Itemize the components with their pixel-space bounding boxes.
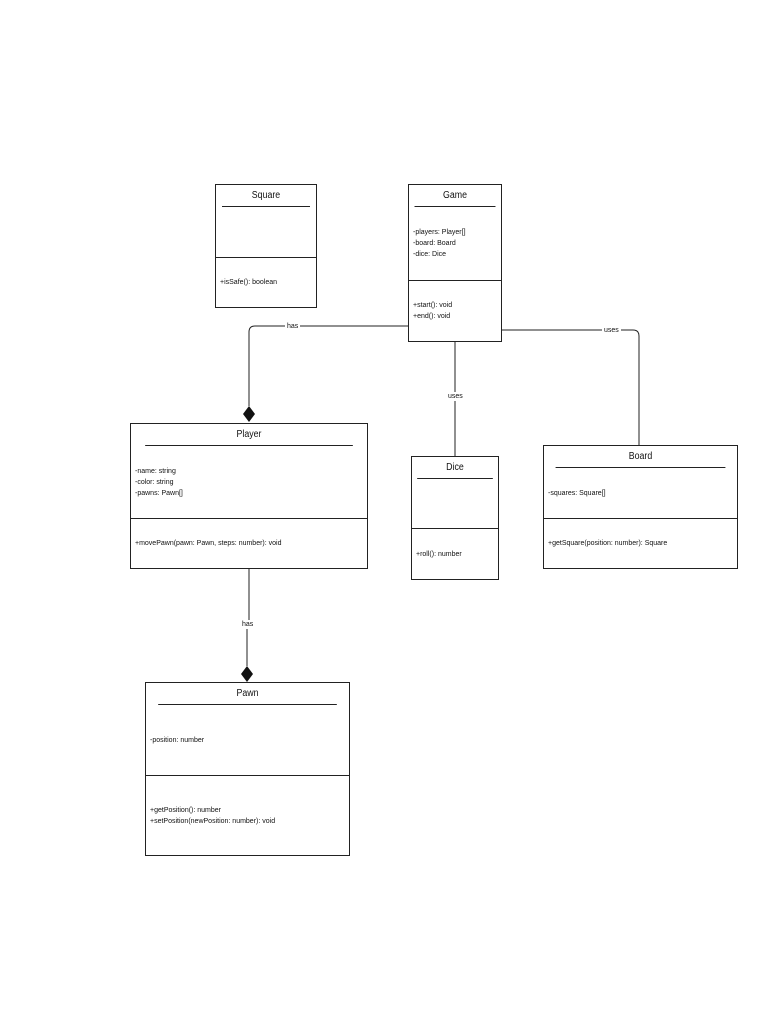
game-player-connector	[248, 325, 408, 406]
player-pawn-connector	[246, 568, 250, 666]
player-pawn-label: has	[240, 620, 256, 629]
attribute: -dice: Dice	[413, 251, 447, 258]
class-square-operations: +isSafe(): boolean	[216, 258, 316, 307]
attribute: -players: Player[]	[413, 229, 466, 236]
class-player-operations: +movePawn(pawn: Pawn, steps: number): vo…	[131, 519, 367, 568]
class-game-name: Game	[414, 185, 496, 207]
class-pawn[interactable]: Pawn -position: number +getPosition(): n…	[145, 682, 350, 856]
game-player-label: has	[285, 322, 301, 331]
class-pawn-operations: +getPosition(): number +setPosition(newP…	[146, 776, 349, 855]
operation: +end(): void	[413, 313, 451, 320]
attribute: -squares: Square[]	[548, 489, 606, 497]
class-player-attributes: -name: string -color: string -pawns: Paw…	[131, 446, 367, 519]
game-board-connector	[501, 329, 640, 445]
class-game[interactable]: Game -players: Player[] -board: Board -d…	[408, 184, 502, 342]
attribute: -board: Board	[413, 240, 456, 247]
class-square-attributes	[216, 207, 316, 258]
class-player-name: Player	[145, 424, 353, 446]
game-board-label: uses	[602, 326, 621, 335]
class-dice-attributes	[412, 479, 498, 529]
class-board-name: Board	[555, 446, 726, 468]
operation: +getPosition(): number	[150, 806, 222, 814]
operation: +setPosition(newPosition: number): void	[150, 817, 276, 825]
class-dice-operations: +roll(): number	[412, 529, 498, 579]
operation: +roll(): number	[416, 550, 462, 558]
operation: +movePawn(pawn: Pawn, steps: number): vo…	[135, 540, 282, 547]
class-board-attributes: -squares: Square[]	[544, 468, 737, 519]
class-game-operations: +start(): void +end(): void	[409, 281, 501, 341]
class-game-attributes: -players: Player[] -board: Board -dice: …	[409, 207, 501, 281]
operation: +start(): void	[413, 302, 453, 309]
game-dice-label: uses	[446, 392, 465, 401]
class-dice-name: Dice	[417, 457, 493, 479]
game-player-composition-diamond	[243, 406, 255, 422]
attribute: -pawns: Pawn[]	[135, 489, 183, 497]
attribute: -name: string	[135, 467, 176, 475]
player-pawn-composition-diamond	[241, 666, 253, 682]
class-pawn-name: Pawn	[158, 683, 337, 705]
class-player[interactable]: Player -name: string -color: string -paw…	[130, 423, 368, 569]
class-square-name: Square	[222, 185, 310, 207]
class-board-operations: +getSquare(position: number): Square	[544, 519, 737, 568]
class-pawn-attributes: -position: number	[146, 705, 349, 776]
operation: +getSquare(position: number): Square	[548, 540, 668, 547]
class-square[interactable]: Square +isSafe(): boolean	[215, 184, 317, 308]
class-dice[interactable]: Dice +roll(): number	[411, 456, 499, 580]
attribute: -position: number	[150, 736, 205, 744]
attribute: -color: string	[135, 478, 174, 486]
operation: +isSafe(): boolean	[220, 279, 278, 286]
class-board[interactable]: Board -squares: Square[] +getSquare(posi…	[543, 445, 738, 569]
